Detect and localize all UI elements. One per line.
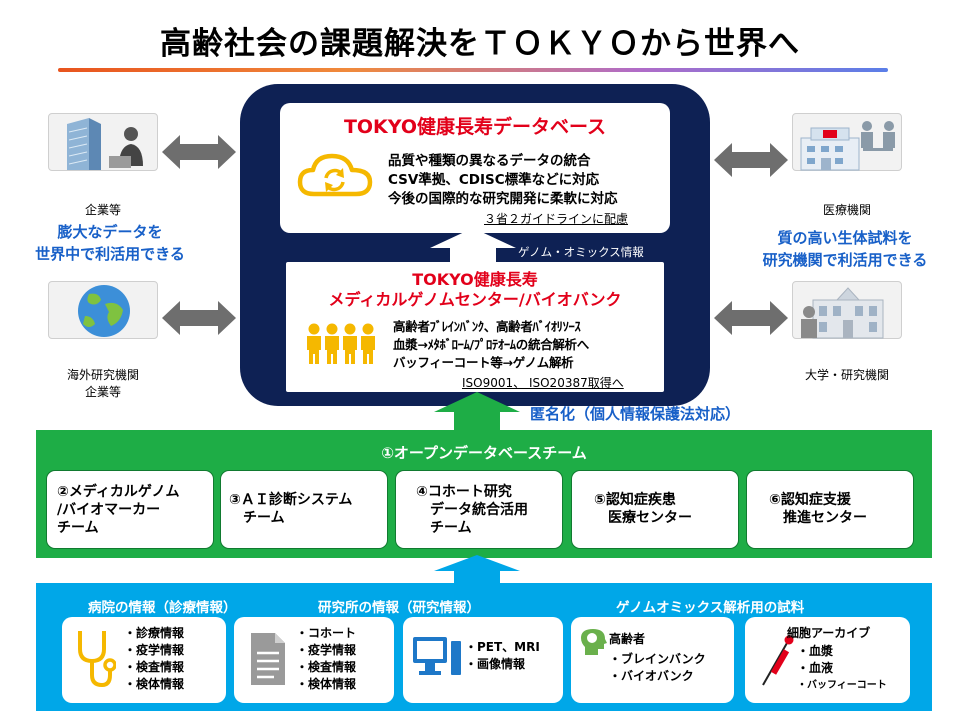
elderly-title: 高齢者 bbox=[609, 632, 646, 646]
database-guideline-note: ３省２ガイドラインに配慮 bbox=[484, 212, 629, 226]
title-underline bbox=[58, 68, 888, 72]
elderly-sample-box: 高齢者 ・ブレインバンク ・バイオバンク bbox=[571, 617, 734, 703]
researcher-icon bbox=[801, 306, 817, 338]
pipette-icon bbox=[762, 635, 794, 686]
cloud-sync-icon bbox=[297, 153, 373, 197]
right-caption-line2: 研究機関で利活用できる bbox=[762, 251, 928, 269]
double-arrow-icon bbox=[714, 301, 788, 335]
database-feature-1: 品質や種類の異なるデータの統合 bbox=[388, 153, 591, 169]
double-arrow-icon bbox=[162, 301, 236, 335]
database-title: TOKYO健康長寿データベース bbox=[343, 116, 607, 138]
monitor-icon bbox=[413, 637, 461, 675]
institute-info-box: ・コホート ・疫学情報 ・検査情報 ・検体情報 bbox=[234, 617, 394, 703]
globe-icon bbox=[78, 285, 130, 337]
hospital-label: 医療機関 bbox=[822, 203, 871, 217]
left-caption-line1: 膨大なデータを bbox=[57, 223, 163, 241]
up-arrow-icon bbox=[434, 392, 520, 432]
database-feature-2: CSV準拠、CDISC標準などに対応 bbox=[388, 172, 600, 188]
university-icon-box bbox=[792, 281, 902, 339]
company-icon-box bbox=[48, 113, 158, 171]
up-arrow-icon bbox=[430, 228, 516, 264]
building-icon bbox=[67, 118, 101, 170]
up-arrow-icon bbox=[434, 555, 520, 585]
open-database-team-title: ①オープンデータベースチーム bbox=[381, 444, 587, 462]
hospital-info-heading: 病院の情報（診療情報） bbox=[88, 600, 237, 616]
brain-head-icon bbox=[581, 629, 607, 655]
biobank-feature-1: 高齢者ﾌﾞﾚｲﾝﾊﾞﾝｸ、高齢者ﾊﾞｲｵﾘｿｰｽ bbox=[393, 319, 581, 334]
university-label: 大学・研究機関 bbox=[804, 368, 889, 382]
double-arrow-icon bbox=[162, 135, 236, 169]
right-caption-line1: 質の高い生体試料を bbox=[777, 229, 913, 247]
cell-archive-box: 細胞アーカイブ ・血漿 ・血液 ・バッフィーコート bbox=[745, 617, 910, 703]
company-label: 企業等 bbox=[84, 203, 121, 217]
overseas-label-line2: 企業等 bbox=[84, 385, 121, 399]
team-dementia-support: ⑥認知症支援 推進センター bbox=[746, 470, 914, 549]
university-icon bbox=[812, 287, 884, 339]
database-feature-3: 今後の国際的な研究開発に柔軟に対応 bbox=[388, 191, 618, 207]
biobank-iso-note: ISO9001、 ISO20387取得へ bbox=[462, 376, 624, 390]
team-cohort-data: ④コホート研究 データ統合活用 チーム bbox=[395, 470, 563, 549]
team-medical-genome: ②メディカルゲノム /バイオマーカー チーム bbox=[46, 470, 214, 549]
biobank-title-line1: TOKYO健康長寿 bbox=[412, 270, 538, 289]
imaging-info-box: ・PET、MRI ・画像情報 bbox=[403, 617, 563, 703]
page-title: 高齢社会の課題解決をＴＯＫＹＯから世界へ bbox=[160, 26, 800, 62]
anonymization-label: 匿名化（個人情報保護法対応） bbox=[530, 405, 741, 423]
hospital-icon bbox=[800, 127, 860, 171]
document-icon bbox=[251, 633, 285, 685]
biobank-feature-2: 血漿→ﾒﾀﾎﾞﾛｰﾑ/ﾌﾟﾛﾃｵｰﾑの統合解析へ bbox=[393, 337, 589, 352]
double-arrow-icon bbox=[714, 143, 788, 177]
overseas-icon-box bbox=[48, 281, 158, 339]
hospital-icon-box bbox=[792, 113, 902, 171]
businessman-icon bbox=[109, 127, 143, 168]
genome-sample-heading: ゲノムオミックス解析用の試料 bbox=[616, 600, 805, 616]
overseas-label-line1: 海外研究機関 bbox=[66, 368, 139, 382]
doctor-consult-icon bbox=[861, 121, 895, 151]
left-caption-line2: 世界中で利活用できる bbox=[35, 245, 185, 263]
genome-omics-label: ゲノム・オミックス情報 bbox=[518, 245, 644, 259]
people-group-icon bbox=[307, 323, 375, 364]
hospital-info-box: ・診療情報 ・疫学情報 ・検査情報 ・検体情報 bbox=[62, 617, 226, 703]
institute-info-heading: 研究所の情報（研究情報） bbox=[318, 600, 480, 616]
cell-archive-title: 細胞アーカイブ bbox=[787, 626, 871, 640]
database-box bbox=[280, 103, 670, 233]
team-dementia-medical: ⑤認知症疾患 医療センター bbox=[571, 470, 739, 549]
stethoscope-icon bbox=[78, 631, 116, 688]
biobank-title-line2: メディカルゲノムセンター/バイオバンク bbox=[328, 290, 622, 309]
biobank-feature-3: バッフィーコート等→ゲノム解析 bbox=[393, 355, 574, 370]
team-ai-diagnosis: ③ＡＩ診断システム チーム bbox=[220, 470, 388, 549]
